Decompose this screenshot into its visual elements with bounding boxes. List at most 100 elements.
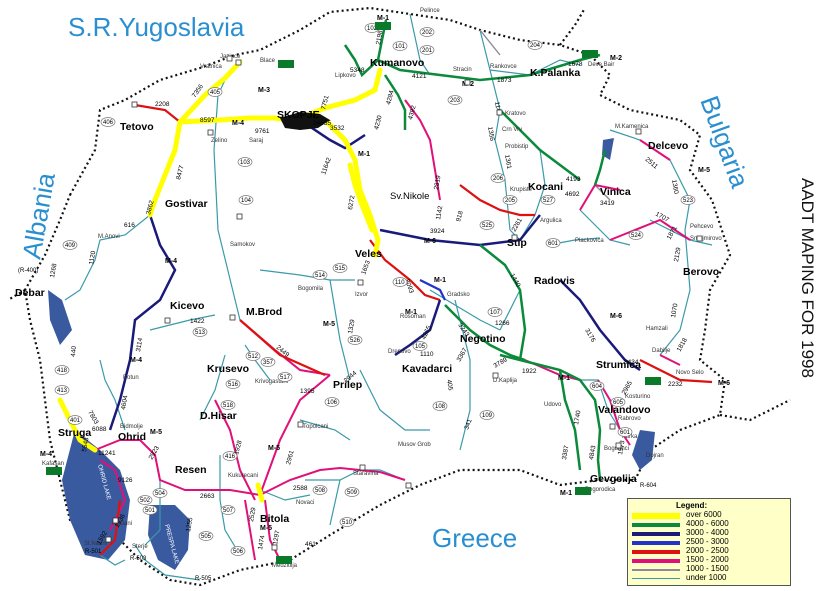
road-id-text: 502	[140, 498, 151, 504]
count-1928: 1928	[233, 439, 244, 455]
road-id-text: 527	[543, 198, 554, 204]
road-id-text: 413	[57, 388, 68, 394]
legend-row: 4000 - 6000	[632, 519, 790, 529]
road-id-text: 517	[280, 375, 291, 381]
country-label-yugoslavia: S.R.Yugoslavia	[68, 12, 245, 42]
road-id-text: 516	[228, 382, 239, 388]
route-m4c: M-4	[130, 357, 142, 364]
city-kratovo: Kratovo	[505, 111, 526, 117]
count-5543: 5543	[81, 437, 90, 453]
road-id-text: 109	[482, 413, 493, 419]
city-kocani: Kocani	[528, 181, 563, 193]
legend-label: 1000 - 1500	[686, 564, 729, 573]
road-id-text: 102	[367, 26, 378, 32]
road-id-504: 504	[152, 488, 168, 498]
outer-border-e	[719, 399, 791, 422]
road-id-605: 605	[610, 397, 626, 407]
city-krivogastani: Krivogastani	[255, 379, 288, 385]
road-id-514: 514	[312, 270, 328, 280]
count-3862: 3862	[145, 199, 156, 215]
road-id-507: 507	[220, 505, 236, 515]
road-id-text: 523	[683, 198, 694, 204]
count-4284: 4284	[385, 89, 396, 105]
city-cmvrv: Crn Vrv	[502, 127, 522, 133]
count-1474: 1474	[257, 535, 266, 551]
road-id-text: 418	[57, 368, 68, 374]
road-id-524: 524	[628, 230, 644, 240]
city-krupiste: Krupiste	[510, 187, 533, 193]
road-id-517: 517	[277, 372, 293, 382]
roads-1500-2000	[94, 99, 691, 561]
road-id-509: 509	[344, 487, 360, 497]
city-rabrovo: Rabrovo	[618, 416, 641, 422]
count-1120: 1120	[88, 250, 97, 265]
count-11642: 11642	[320, 156, 333, 175]
city-staravina: Staravina	[353, 471, 379, 477]
road-id-text: 201	[422, 48, 433, 54]
legend-row: 3000 - 4000	[632, 528, 790, 538]
count-3419: 3419	[600, 200, 615, 207]
city-kumanovo: Kumanovo	[370, 57, 424, 69]
city-bidmolje: Bidmolje	[120, 424, 144, 430]
route-m6d: M-6	[718, 380, 730, 387]
route-m1b: M-1	[405, 309, 417, 316]
road-id-513: 513	[192, 327, 208, 337]
count-8093: 8093	[403, 278, 415, 294]
count-1142: 1142	[435, 205, 444, 220]
city-botun: Botun	[123, 375, 139, 381]
route-m1-top: M-1	[377, 15, 389, 22]
city-tetovo: Tetovo	[120, 121, 154, 133]
count-2923: 2923	[148, 445, 161, 461]
count-6272: 6272	[347, 195, 356, 211]
route-m6a: M-6	[424, 238, 436, 245]
city-blace: Blace	[260, 58, 276, 64]
ohrid-lake	[62, 430, 130, 560]
count-11241: 11241	[98, 450, 116, 457]
road-id-text: 204	[530, 43, 541, 49]
city-dojran: Dojran	[646, 453, 664, 459]
road-id-text: 501	[145, 508, 156, 514]
count-4193: 4193	[566, 176, 581, 183]
road-id-409: 409	[62, 240, 78, 250]
city-vratnica: Vratnica	[200, 64, 222, 70]
city-kpalanka: K.Palanka	[530, 67, 580, 79]
country-border	[23, 6, 732, 587]
crossing-bogorodica	[575, 487, 591, 495]
route-m6b: M-6	[610, 313, 622, 320]
count-3789: 3789	[493, 356, 509, 369]
city-devebair: Deve Bair	[588, 62, 614, 68]
count-440: 440	[70, 345, 78, 357]
city-pestani: Pestani	[112, 521, 132, 527]
city-novaci: Novaci	[296, 500, 314, 506]
count-2663: 2663	[200, 493, 215, 500]
city-rankovce: Rankovce	[490, 64, 517, 70]
map-title-text: AADT MAPING FOR 1998	[798, 178, 817, 378]
country-label-bulgaria: Bulgaria	[694, 92, 755, 192]
count-2232: 2232	[668, 381, 683, 388]
count-2129: 2129	[673, 247, 682, 263]
road-id-107: 107	[487, 307, 503, 317]
country-label-albania: Albania	[16, 170, 61, 261]
count-1297: 1297	[272, 530, 281, 546]
count-7803: 7803	[86, 410, 99, 426]
legend-swatch	[632, 559, 680, 563]
legend: Legend: over 6000 4000 - 6000 3000 - 400…	[627, 498, 791, 586]
road-id-text: 357	[263, 360, 274, 366]
road-id-markers: 101 102 201 202 203 204 205 206 405 406 …	[54, 23, 696, 556]
city-probistip: Probistip	[505, 144, 529, 150]
road-id-416: 416	[222, 451, 238, 461]
count-4121: 4121	[412, 73, 427, 80]
city-smojmirovo: Smojmirovo	[690, 236, 722, 242]
legend-title: Legend:	[676, 501, 708, 510]
road-id-204: 204	[527, 40, 543, 50]
legend-swatch	[632, 541, 680, 545]
city-manovi: M.Anovi	[98, 234, 120, 240]
city-okaplija: D.Kaplija	[493, 378, 518, 384]
count-1070: 1070	[670, 303, 679, 319]
city-debar: Debar	[15, 287, 45, 299]
legend-swatch	[632, 532, 680, 536]
count-616: 616	[124, 222, 135, 229]
route-m3: M-3	[258, 87, 270, 94]
road-id-406: 406	[100, 117, 116, 127]
